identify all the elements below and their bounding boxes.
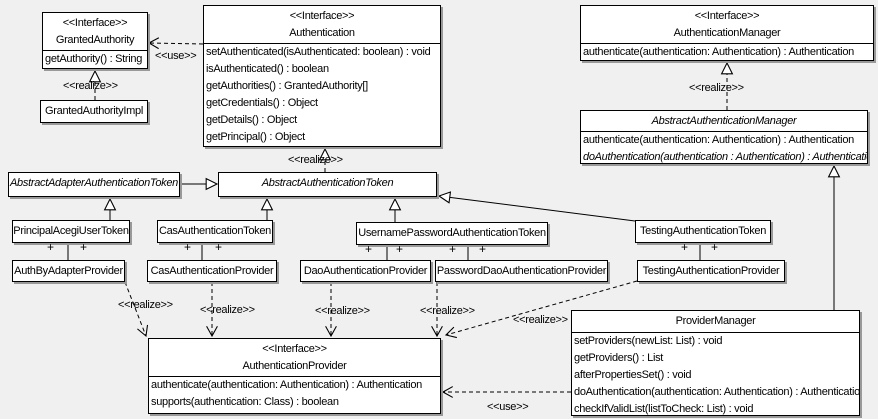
use-label: <<use>> (487, 401, 529, 413)
realize-label: <<realize>> (200, 304, 255, 316)
class-cas-authentication-token[interactable]: CasAuthenticationToken (157, 220, 273, 243)
class-name: AuthByAdapterProvider (14, 265, 123, 277)
realize-label: <<realize>> (288, 154, 343, 166)
class-abstract-authentication-token[interactable]: AbstractAuthenticationToken (218, 172, 437, 197)
method: setProviders(newList: List) : void (574, 335, 723, 347)
cardinality-plus: + (184, 240, 192, 254)
class-name: AuthenticationProvider (242, 360, 347, 372)
realize-label: <<realize>> (689, 82, 744, 94)
class-auth-by-adapter-provider[interactable]: AuthByAdapterProvider (12, 260, 125, 282)
method: getPrincipal() : Object (206, 131, 305, 143)
cardinality-plus: + (80, 240, 88, 254)
cardinality-plus: + (479, 242, 487, 256)
class-name: GrantedAuthority (55, 34, 135, 46)
class-name: PrincipalAcegiUserToken (13, 225, 129, 237)
class-name: UsernamePasswordAuthenticationToken (358, 227, 546, 239)
method: checkIfValidList(listToCheck: List) : vo… (574, 403, 754, 415)
class-name: AbstractAuthenticationManager (651, 115, 797, 127)
edge-realize-authbyadapterprovider (124, 281, 146, 336)
stereotype: <<Interface>> (62, 17, 128, 29)
stereotype: <<Interface>> (694, 10, 760, 22)
class-name: TestingAuthenticationProvider (642, 265, 780, 277)
class-provider-manager[interactable]: ProviderManager setProviders(newList: Li… (571, 310, 860, 416)
class-abstract-authentication-manager[interactable]: AbstractAuthenticationManager authentica… (580, 110, 868, 164)
class-password-dao-authentication-provider[interactable]: PasswordDaoAuthenticationProvider (435, 260, 608, 282)
method: getDetails() : Object (206, 114, 297, 126)
stereotype: <<Interface>> (262, 343, 327, 355)
edge-use-authentication-grantedauthority (149, 43, 204, 44)
method: supports(authentication: Class) : boolea… (151, 396, 339, 408)
method: authenticate(authentication: Authenticat… (583, 46, 854, 58)
class-name: AuthenticationManager (673, 27, 781, 39)
cardinality-plus: + (47, 240, 55, 254)
method: doAuthentication(authentication : Authen… (583, 151, 868, 163)
method: authenticate(authentication: Authenticat… (583, 134, 854, 146)
method: getProviders() : List (574, 352, 664, 364)
method: getAuthorities() : GrantedAuthority[] (206, 80, 368, 92)
method: getCredentials() : Object (206, 97, 318, 109)
class-abstract-adapter-authentication-token[interactable]: AbstractAdapterAuthenticationToken (8, 172, 180, 197)
edge-gen-testingtoken-abstracttoken (439, 196, 636, 222)
use-label: <<use>> (155, 50, 197, 62)
class-dao-authentication-provider[interactable]: DaoAuthenticationProvider (300, 260, 431, 282)
class-name: Authentication (289, 27, 355, 39)
class-cas-authentication-provider[interactable]: CasAuthenticationProvider (147, 260, 277, 282)
method: getAuthority() : String (45, 53, 143, 65)
realize-label: <<realize>> (315, 305, 370, 317)
method: doAuthentication(authentication: Authent… (574, 386, 860, 398)
cardinality-plus: + (449, 242, 457, 256)
class-name: CasAuthenticationToken (158, 225, 272, 237)
cardinality-plus: + (711, 240, 719, 254)
class-name: TestingAuthenticationToken (639, 225, 767, 237)
class-principal-acegi-user-token[interactable]: PrincipalAcegiUserToken (12, 220, 130, 243)
realize-label: <<realize>> (513, 314, 568, 326)
class-granted-authority[interactable]: <<Interface>> GrantedAuthority getAuthor… (42, 12, 148, 69)
cardinality-plus: + (681, 240, 689, 254)
cardinality-plus: + (365, 242, 373, 256)
class-name: DaoAuthenticationProvider (303, 265, 428, 277)
realize-label: <<realize>> (118, 299, 173, 311)
realize-label: <<realize>> (63, 80, 118, 92)
class-name: ProviderManager (675, 315, 756, 327)
class-authentication-provider[interactable]: <<Interface>> AuthenticationProvider aut… (148, 338, 441, 414)
class-authentication[interactable]: <<Interface>> Authentication setAuthenti… (203, 5, 441, 147)
class-testing-authentication-provider[interactable]: TestingAuthenticationProvider (637, 260, 785, 282)
class-name: CasAuthenticationProvider (150, 265, 274, 277)
method: isAuthenticated() : boolean (206, 63, 329, 75)
class-name: AbstractAuthenticationToken (261, 177, 394, 189)
edge-realize-testingprovider (446, 280, 638, 335)
class-name: GrantedAuthorityImpl (45, 105, 143, 117)
cardinality-plus: + (215, 240, 223, 254)
cardinality-plus: + (396, 242, 404, 256)
class-authentication-manager[interactable]: <<Interface>> AuthenticationManager auth… (580, 5, 874, 61)
method: setAuthenticated(isAuthenticated: boolea… (206, 46, 431, 58)
class-name: PasswordDaoAuthenticationProvider (436, 265, 607, 277)
realize-label: <<realize>> (420, 305, 475, 317)
stereotype: <<Interface>> (289, 10, 355, 22)
method: afterPropertiesSet() : void (574, 369, 692, 381)
class-granted-authority-impl[interactable]: GrantedAuthorityImpl (40, 100, 148, 123)
class-testing-authentication-token[interactable]: TestingAuthenticationToken (635, 220, 771, 243)
method: authenticate(authentication: Authenticat… (151, 379, 422, 391)
class-name: AbstractAdapterAuthenticationToken (10, 177, 178, 189)
class-username-password-authentication-token[interactable]: UsernamePasswordAuthenticationToken (356, 222, 548, 245)
